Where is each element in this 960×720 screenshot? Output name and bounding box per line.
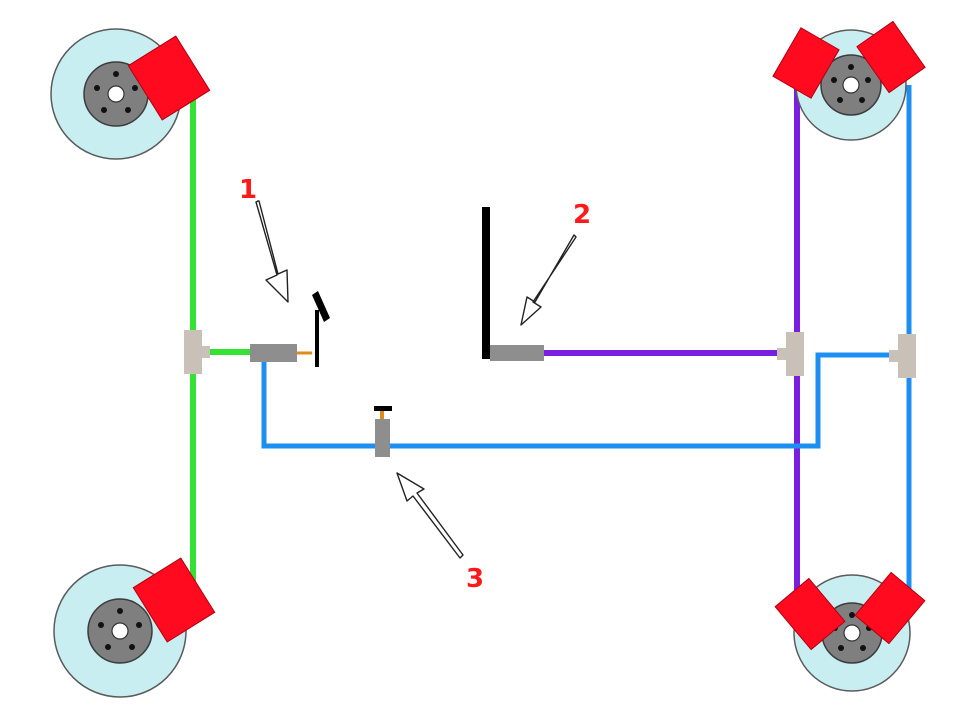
lug-holes bbox=[98, 608, 142, 650]
wheel-front-right bbox=[772, 20, 926, 141]
handbrake-cylinder bbox=[490, 345, 544, 361]
hub-center-bore bbox=[842, 76, 860, 94]
tee-fittings bbox=[184, 330, 916, 378]
lug-holes bbox=[832, 612, 872, 651]
bleed-valve-assembly bbox=[374, 406, 392, 457]
bleed-valve-icon bbox=[375, 419, 390, 457]
rear-left-brake-line bbox=[542, 84, 800, 604]
pointer-arrow-icon bbox=[520, 234, 577, 326]
wheel-front-left bbox=[50, 28, 211, 160]
bleed-valve-stem bbox=[380, 411, 384, 420]
tee-fitting-icon bbox=[184, 330, 210, 374]
pointer-arrow-icon bbox=[255, 200, 289, 303]
handbrake-assembly bbox=[482, 207, 544, 361]
rear-right-brake-line bbox=[261, 85, 912, 605]
master-cylinder-icon bbox=[250, 344, 297, 362]
tee-fitting-icon bbox=[889, 334, 916, 378]
brake-caliper-icon bbox=[774, 577, 846, 651]
callout-label-1: 1 bbox=[239, 175, 258, 205]
brake-caliper-icon bbox=[132, 557, 216, 643]
bleed-valve-cap bbox=[374, 406, 392, 411]
hub-center-bore bbox=[843, 624, 861, 642]
pointer-arrows bbox=[255, 200, 577, 559]
brake-caliper-icon bbox=[772, 27, 840, 99]
callout-label-3: 3 bbox=[466, 564, 485, 594]
hub-center-bore bbox=[111, 622, 129, 640]
pointer-arrow-icon bbox=[396, 472, 464, 559]
wheel-rear-right bbox=[774, 571, 926, 692]
tee-fitting-icon bbox=[777, 332, 804, 376]
wheel-rear-left bbox=[53, 557, 216, 698]
brake-caliper-icon bbox=[856, 20, 926, 94]
handbrake-lever-icon bbox=[482, 207, 490, 359]
brake-pedal-pad bbox=[312, 291, 330, 322]
brake-caliper-icon bbox=[854, 571, 926, 645]
lug-holes bbox=[94, 71, 138, 113]
hub-center-bore bbox=[107, 85, 125, 103]
brake-caliper-icon bbox=[127, 35, 211, 121]
brake-pedal-icon bbox=[315, 310, 319, 367]
master-cylinder-assembly bbox=[250, 291, 330, 367]
callout-label-2: 2 bbox=[573, 200, 592, 230]
lug-holes bbox=[831, 64, 871, 103]
